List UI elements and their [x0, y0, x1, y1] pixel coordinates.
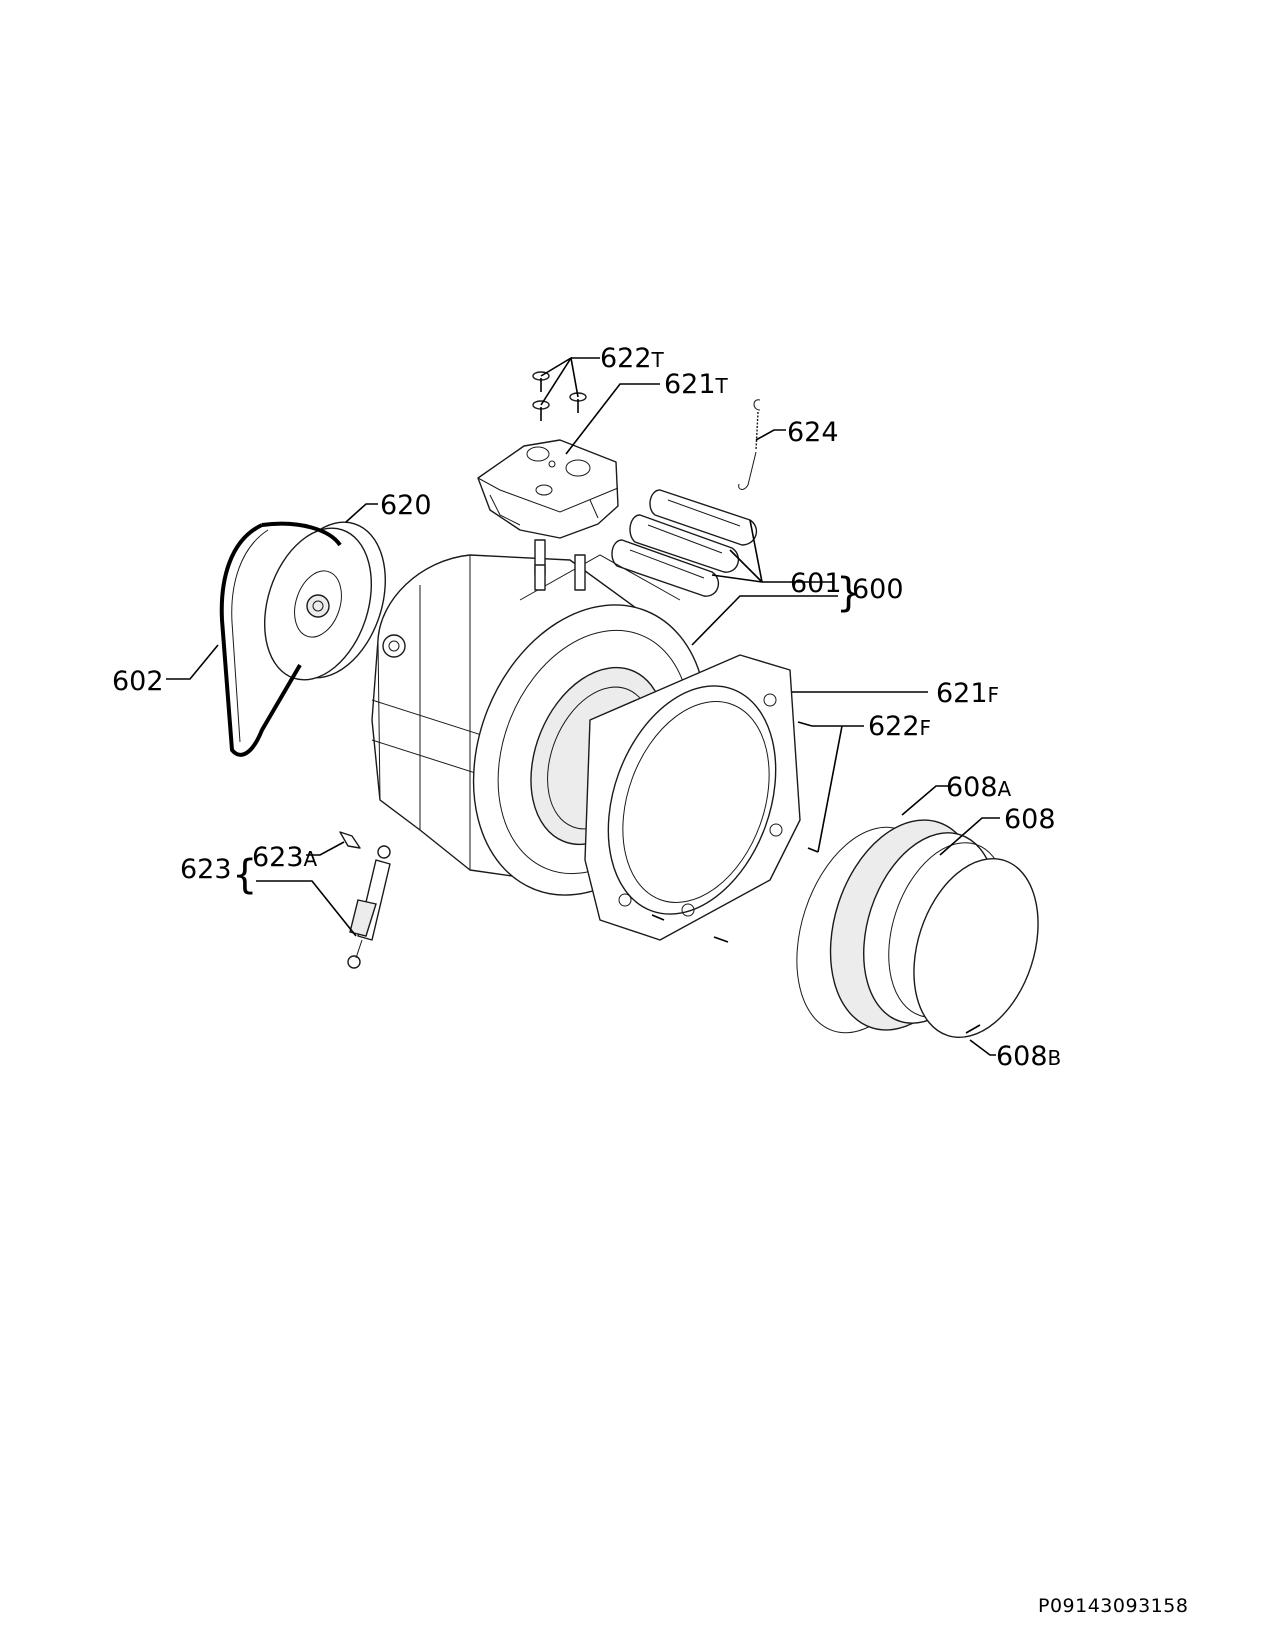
drive-belt-602	[219, 521, 342, 757]
label-624: 624	[787, 417, 839, 448]
label-602: 602	[112, 666, 164, 697]
label-608b: 608B	[996, 1041, 1061, 1072]
label-621f: 621F	[936, 678, 999, 709]
label-622t: 622T	[600, 343, 665, 374]
drum-lifters-601	[611, 489, 758, 597]
label-620: 620	[380, 490, 432, 521]
leader-lines	[166, 356, 1000, 1056]
counterweight-front-621f	[584, 654, 801, 941]
callout-labels: 622T 621T 624 620 602 601 } 600 621F 622…	[112, 343, 1061, 1072]
door-seal-608	[796, 819, 1039, 1039]
brace-600: }	[836, 570, 861, 616]
label-623: 623	[180, 854, 232, 885]
brace-623: {	[232, 852, 257, 898]
label-622f: 622F	[868, 711, 931, 742]
label-623a: 623A	[252, 842, 318, 873]
label-601: 601	[790, 568, 842, 599]
pulley-620	[263, 521, 386, 681]
counterweight-top-621t	[477, 439, 619, 539]
label-621t: 621T	[664, 369, 729, 400]
label-608: 608	[1004, 804, 1056, 835]
shock-absorber-623	[339, 831, 391, 969]
label-608a: 608A	[946, 772, 1012, 803]
document-code: P09143093158	[1038, 1595, 1189, 1617]
screws-622f	[651, 721, 819, 943]
label-600: 600	[852, 574, 904, 605]
spring-624	[738, 399, 761, 490]
